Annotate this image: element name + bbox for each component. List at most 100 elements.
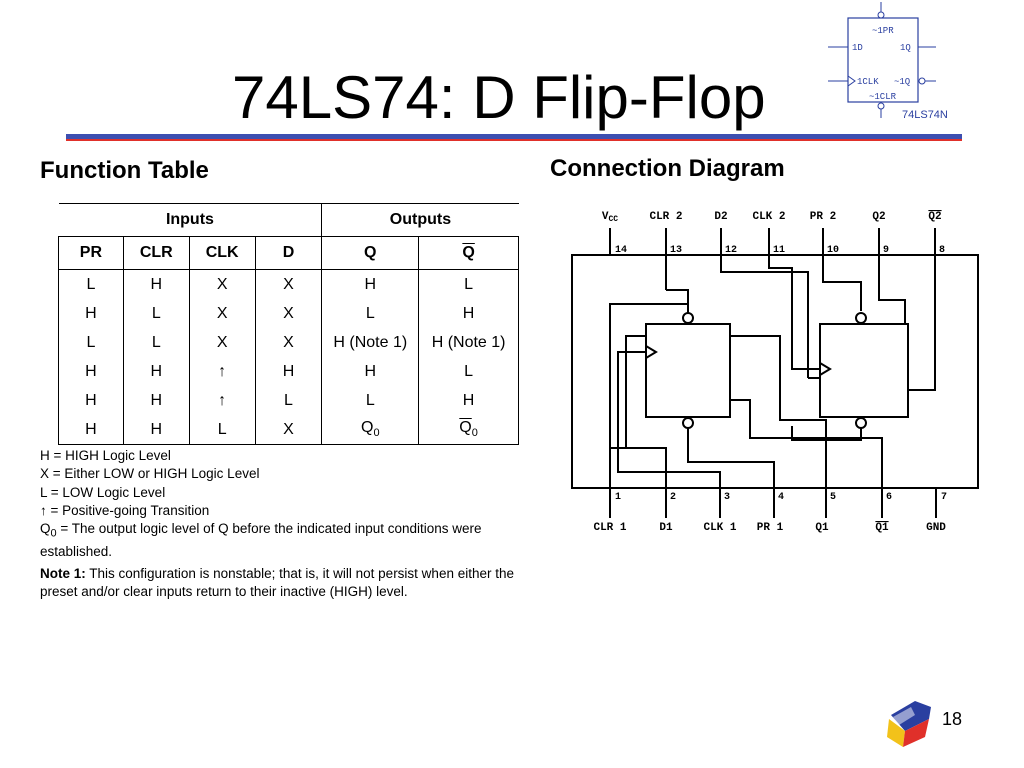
table-cell: L bbox=[58, 328, 124, 357]
table-cell: L bbox=[321, 386, 420, 415]
table-cell: X bbox=[254, 299, 323, 328]
pin-name-5: Q1 bbox=[815, 522, 829, 534]
symbol-d-label: 1D bbox=[852, 43, 863, 53]
pin-name-8: Q2 bbox=[928, 211, 941, 223]
symbol-clk-label: 1CLK bbox=[857, 77, 879, 87]
pin-num-11: 11 bbox=[773, 245, 785, 256]
university-logo-icon bbox=[887, 701, 931, 747]
symbol-part-label: 74LS74N bbox=[902, 109, 948, 121]
pin-name-10: PR 2 bbox=[810, 211, 836, 223]
pin-num-2: 2 bbox=[670, 492, 676, 503]
title-underline-blue bbox=[66, 134, 962, 139]
table-cell: H bbox=[321, 269, 420, 299]
pin-num-13: 13 bbox=[670, 245, 682, 256]
table-cell: L bbox=[321, 299, 420, 328]
table-cell: X bbox=[254, 269, 323, 299]
legend-line: Q0 = The output logic level of Q before … bbox=[40, 521, 482, 560]
function-table-heading: Function Table bbox=[40, 157, 209, 184]
table-cell: H bbox=[254, 357, 323, 386]
table-cell: H bbox=[58, 386, 124, 415]
pin-name-3: CLK 1 bbox=[703, 522, 736, 534]
inputs-group-header: Inputs bbox=[58, 203, 323, 237]
flip-flop-1 bbox=[645, 323, 731, 418]
table-cell: L bbox=[122, 299, 190, 328]
table-cell: H (Note 1) bbox=[321, 328, 420, 357]
outputs-group-header: Outputs bbox=[321, 203, 519, 237]
pin-name-9: Q2 bbox=[872, 211, 885, 223]
table-cell: H bbox=[418, 386, 519, 415]
pin-num-9: 9 bbox=[883, 245, 889, 256]
table-cell: H bbox=[122, 386, 190, 415]
pin-num-12: 12 bbox=[725, 245, 737, 256]
pin-name-1: CLR 1 bbox=[593, 522, 626, 534]
table-cell: L bbox=[58, 269, 124, 299]
pin-num-7: 7 bbox=[941, 492, 947, 503]
pin-num-8: 8 bbox=[939, 245, 945, 256]
table-cell: H bbox=[418, 299, 519, 328]
column-header: PR bbox=[58, 236, 124, 270]
column-header: D bbox=[254, 236, 323, 270]
table-cell: H bbox=[58, 299, 124, 328]
flip-flop-symbol: ~1PR 1D 1Q 1CLK ~1Q ~1CLR 74LS74N bbox=[828, 2, 948, 121]
table-cell: H (Note 1) bbox=[418, 328, 519, 357]
column-header: CLK bbox=[188, 236, 256, 270]
slide-title: 74LS74: D Flip-Flop bbox=[232, 64, 766, 131]
table-cell: X bbox=[188, 299, 256, 328]
legend-line: H = HIGH Logic Level bbox=[40, 448, 171, 463]
table-cell: X bbox=[188, 269, 256, 299]
pin-name-2: D1 bbox=[659, 522, 673, 534]
pin-name-12: D2 bbox=[714, 211, 727, 223]
table-cell: L bbox=[418, 357, 519, 386]
legend-line: L = LOW Logic Level bbox=[40, 484, 166, 500]
connection-diagram-heading: Connection Diagram bbox=[550, 155, 785, 182]
table-cell: X bbox=[254, 328, 323, 357]
pin-num-6: 6 bbox=[886, 492, 892, 503]
pin-num-4: 4 bbox=[778, 492, 784, 503]
table-cell: Q0 bbox=[321, 415, 420, 445]
symbol-pr-label: ~1PR bbox=[872, 26, 894, 36]
symbol-q-label: 1Q bbox=[900, 43, 911, 53]
legend: H = HIGH Logic Level X = Either LOW or H… bbox=[40, 447, 525, 561]
column-header: Q bbox=[418, 236, 519, 270]
pin-name-7: GND bbox=[926, 522, 946, 534]
column-header: Q bbox=[321, 236, 420, 270]
table-cell: X bbox=[188, 328, 256, 357]
table-cell: H bbox=[58, 357, 124, 386]
table-cell: L bbox=[122, 328, 190, 357]
note-1: Note 1: This configuration is nonstable;… bbox=[40, 565, 525, 602]
table-cell: H bbox=[321, 357, 420, 386]
pin-name-13: CLR 2 bbox=[649, 211, 682, 223]
table-cell: H bbox=[122, 415, 190, 445]
pin-name-6: Q1 bbox=[875, 522, 889, 534]
pin-num-5: 5 bbox=[830, 492, 836, 503]
slide-number: 18 bbox=[942, 709, 963, 729]
note-1-text: This configuration is nonstable; that is… bbox=[40, 566, 514, 600]
symbol-qn-label: ~1Q bbox=[894, 77, 910, 87]
table-cell: H bbox=[122, 357, 190, 386]
symbol-clr-label: ~1CLR bbox=[869, 92, 897, 102]
legend-line: ↑ = Positive-going Transition bbox=[40, 502, 210, 518]
pin-num-3: 3 bbox=[724, 492, 730, 503]
table-cell: H bbox=[122, 269, 190, 299]
table-cell: ↑ bbox=[188, 357, 256, 386]
note-1-label: Note 1: bbox=[40, 566, 86, 581]
table-cell: L bbox=[254, 386, 323, 415]
title-underline-red bbox=[66, 139, 962, 141]
table-cell: X bbox=[254, 415, 323, 445]
column-header: CLR bbox=[122, 236, 190, 270]
pin-name-11: CLK 2 bbox=[752, 211, 785, 223]
pin-num-1: 1 bbox=[615, 492, 621, 503]
table-cell: H bbox=[58, 415, 124, 445]
table-cell: ↑ bbox=[188, 386, 256, 415]
pin-name-4: PR 1 bbox=[757, 522, 784, 534]
legend-line: X = Either LOW or HIGH Logic Level bbox=[40, 466, 260, 482]
table-cell: L bbox=[418, 269, 519, 299]
pin-name-14: VCC bbox=[602, 211, 618, 224]
flip-flop-2 bbox=[819, 323, 909, 418]
